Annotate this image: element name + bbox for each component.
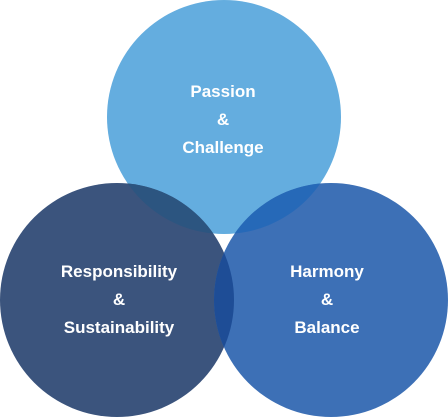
label-passion-line-3: Challenge	[182, 138, 263, 157]
circle-responsibility	[0, 183, 234, 417]
label-responsibility: Responsibility & Sustainability	[61, 262, 178, 337]
label-responsibility-line-1: Responsibility	[61, 262, 178, 281]
label-harmony-line-3: Balance	[294, 318, 359, 337]
circle-passion	[107, 0, 341, 234]
circle-harmony	[214, 183, 448, 417]
label-harmony: Harmony & Balance	[290, 262, 364, 337]
label-passion-line-2: &	[217, 110, 229, 129]
label-responsibility-line-2: &	[113, 290, 125, 309]
label-harmony-line-1: Harmony	[290, 262, 364, 281]
label-harmony-line-2: &	[321, 290, 333, 309]
label-responsibility-line-3: Sustainability	[64, 318, 175, 337]
label-passion-line-1: Passion	[190, 82, 255, 101]
label-passion: Passion & Challenge	[182, 82, 263, 157]
